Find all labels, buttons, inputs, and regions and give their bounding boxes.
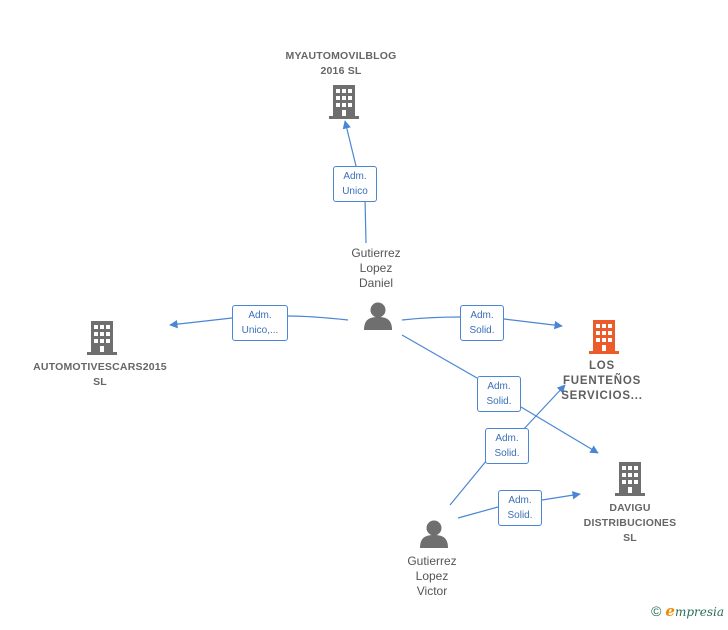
edge-daniel-los-fuentenos: [401, 316, 562, 326]
node-los-fuentenos[interactable]: [589, 320, 619, 354]
edge-daniel-myautomovilblog: [345, 121, 367, 244]
building-icon: [329, 85, 359, 119]
company-label-myautomovilblog[interactable]: MYAUTOMOVILBLOG 2016 SL: [285, 50, 397, 77]
brand-initial: e: [665, 602, 675, 620]
edge-label-daniel-los-fuentenos[interactable]: Adm. Solid.: [460, 305, 504, 341]
edge-label-daniel-myautomovilblog[interactable]: Adm. Unico: [333, 166, 377, 202]
building-icon: [615, 462, 645, 496]
edge-daniel-automotivescars: [170, 315, 349, 325]
copyright-symbol: ©: [651, 603, 662, 619]
brand-name: mpresia: [674, 605, 724, 619]
edge-victor-los-fuentenos: [449, 385, 565, 506]
person-label-gutierrez-victor[interactable]: Gutierrez Lopez Victor: [407, 554, 457, 598]
edges-layer: [170, 121, 598, 519]
node-automotivescars2015[interactable]: [87, 321, 117, 355]
node-myautomovilblog[interactable]: [329, 85, 359, 119]
building-icon: [87, 321, 117, 355]
person-label-gutierrez-daniel[interactable]: Gutierrez Lopez Daniel: [351, 246, 401, 290]
person-icon: [420, 520, 448, 548]
node-gutierrez-victor[interactable]: [420, 520, 448, 549]
person-icon: [364, 302, 392, 330]
edge-label-daniel-davigu[interactable]: Adm. Solid.: [477, 376, 521, 412]
edge-victor-davigu: [457, 494, 580, 519]
edge-label-daniel-automotivescars[interactable]: Adm. Unico,...: [232, 305, 288, 341]
edge-label-victor-los-fuentenos[interactable]: Adm. Solid.: [485, 428, 529, 464]
company-label-los-fuentenos[interactable]: LOS FUENTEÑOS SERVICIOS...: [561, 360, 643, 402]
edge-label-victor-davigu[interactable]: Adm. Solid.: [498, 490, 542, 526]
building-icon: [589, 320, 619, 354]
company-label-automotivescars2015[interactable]: AUTOMOTIVESCARS2015 SL: [33, 361, 167, 388]
edge-daniel-davigu: [401, 334, 598, 453]
empresia-logo[interactable]: ©empresia: [651, 602, 724, 620]
node-gutierrez-daniel[interactable]: [364, 302, 392, 331]
company-label-davigu[interactable]: DAVIGU DISTRIBUCIONES SL: [583, 502, 677, 544]
node-davigu[interactable]: [615, 462, 645, 496]
